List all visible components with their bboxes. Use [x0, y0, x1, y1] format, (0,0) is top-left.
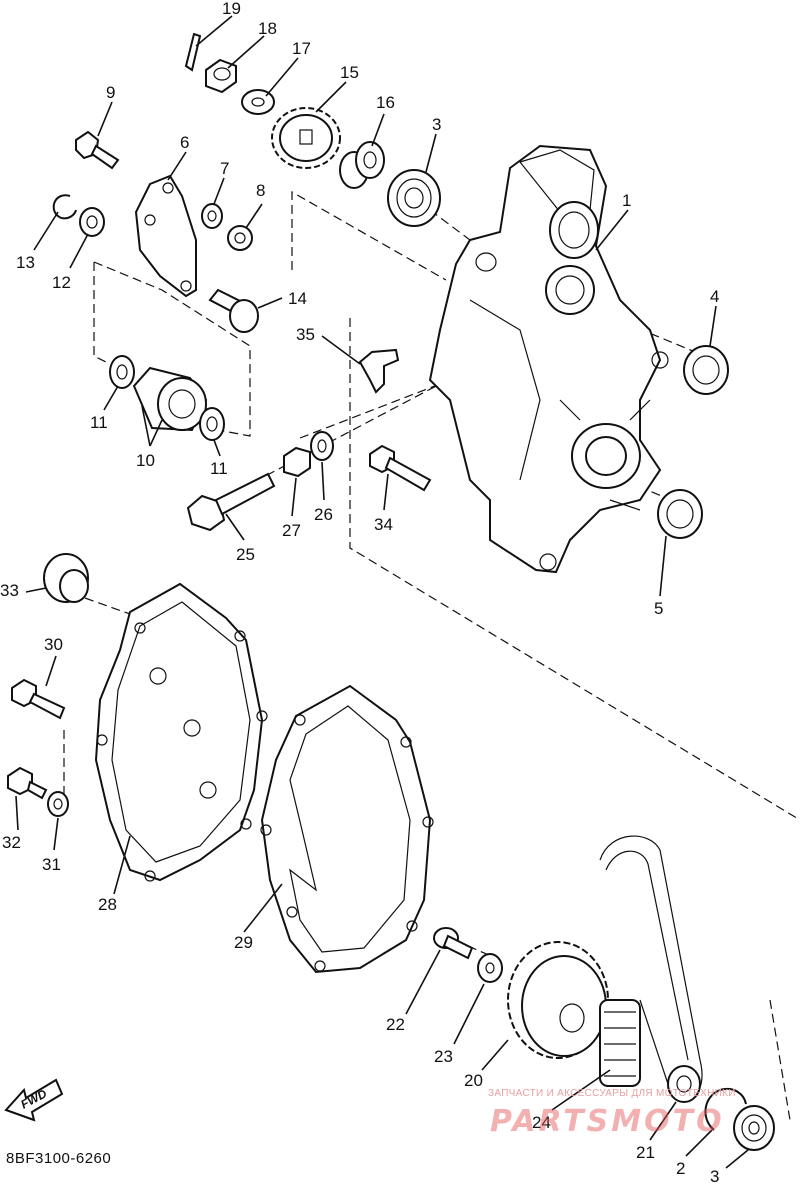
callout-11-left: 11: [90, 413, 108, 432]
callout-21: 21: [636, 1143, 655, 1162]
callout-34: 34: [374, 515, 393, 534]
callout-14: 14: [288, 289, 307, 308]
part-3-bearing-top: [387, 169, 441, 227]
part-30-bolt: [11, 678, 66, 720]
part-17-washer: [241, 89, 275, 115]
callout-12: 12: [52, 273, 71, 292]
part-23-washer: [477, 953, 503, 983]
part-26-washer: [310, 431, 334, 461]
part-2-circlip: [704, 1088, 747, 1131]
callout-18: 18: [258, 19, 277, 38]
callout-6: 6: [180, 133, 190, 152]
callout-19: 19: [222, 0, 241, 18]
part-20-sprocket: [507, 941, 609, 1059]
part-33-seal: [43, 553, 89, 603]
callout-4: 4: [710, 287, 720, 306]
part-28-cover: [94, 582, 268, 882]
fwd-arrow-icon: [4, 1078, 64, 1122]
part-10-bearing: [132, 366, 208, 432]
callout-8: 8: [256, 181, 266, 200]
part-35-grease-nipple: [358, 348, 400, 394]
callout-2: 2: [676, 1159, 686, 1178]
part-14-pin: [208, 288, 259, 333]
callout-16: 16: [376, 93, 395, 112]
callout-15: 15: [340, 63, 359, 82]
callout-29: 29: [234, 933, 253, 952]
part-8-collar: [227, 225, 253, 251]
callout-3-bottom: 3: [710, 1167, 720, 1186]
part-6-bracket: [134, 174, 197, 298]
part-12-washer: [79, 207, 105, 237]
part-16-collar: [339, 141, 385, 189]
callout-24: 24: [532, 1113, 551, 1132]
part-4-oil-seal: [683, 345, 729, 395]
part-11-washer-right: [199, 407, 225, 441]
part-3-bearing-bottom: [733, 1105, 775, 1151]
callout-7: 7: [220, 159, 230, 178]
callout-31: 31: [42, 855, 61, 874]
part-29-gasket: [260, 684, 434, 974]
part-34-bolt: [369, 444, 432, 492]
part-25-bolt: [186, 472, 276, 532]
leader-lines: [15, 15, 749, 1169]
callout-26: 26: [314, 505, 333, 524]
callout-9: 9: [106, 83, 116, 102]
callout-22: 22: [386, 1015, 405, 1034]
watermark-text: ЗАПЧАСТИ И АКСЕССУАРЫ ДЛЯ МОТОТЕХНИКИ: [488, 1088, 736, 1099]
callout-25: 25: [236, 545, 255, 564]
part-19-split-pin: [184, 32, 202, 72]
callout-33: 33: [0, 581, 19, 600]
callout-1: 1: [622, 191, 632, 210]
callout-11-right: 11: [210, 459, 228, 478]
part-11-washer-left: [109, 355, 135, 389]
callout-13: 13: [16, 253, 35, 272]
callout-23: 23: [434, 1047, 453, 1066]
diagram-part-code: 8BF3100-6260: [6, 1150, 112, 1167]
part-27-nut: [283, 446, 311, 478]
callout-28: 28: [98, 895, 117, 914]
part-7-washer: [201, 203, 223, 229]
watermark-logo: PARTSMOTO: [490, 1104, 725, 1139]
part-32-bolt: [7, 766, 48, 800]
callout-30: 30: [44, 635, 63, 654]
callout-20: 20: [464, 1071, 483, 1090]
callout-10: 10: [136, 451, 155, 470]
callout-5: 5: [654, 599, 664, 618]
callout-32: 32: [2, 833, 21, 852]
part-15-sprocket: [271, 107, 341, 169]
part-1-gear-case: [428, 144, 669, 574]
part-24-drive-chain: [599, 835, 703, 1101]
part-21-seal: [667, 1065, 701, 1103]
part-5-oil-seal: [657, 489, 703, 539]
part-22-bolt: [433, 927, 474, 960]
callout-27: 27: [282, 521, 301, 540]
part-31-washer: [47, 791, 69, 817]
callout-17: 17: [292, 39, 311, 58]
callout-3-top: 3: [432, 115, 442, 134]
callout-35: 35: [296, 325, 315, 344]
part-9-bolt: [75, 130, 120, 170]
